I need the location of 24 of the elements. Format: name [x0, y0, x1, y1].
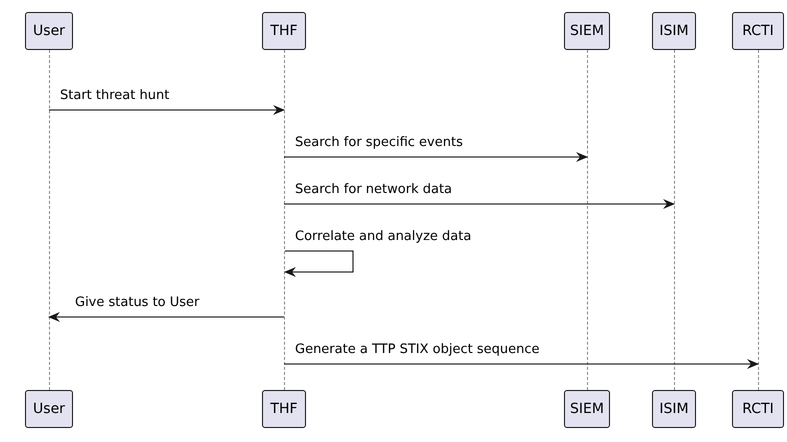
message-arrow — [48, 105, 285, 115]
participant-box: THF — [262, 12, 306, 50]
participant-box: User — [25, 12, 73, 50]
message-arrow — [48, 312, 284, 322]
edge-label: Generate a TTP STIX object sequence — [294, 342, 540, 358]
participant-box: RCTI — [732, 390, 784, 428]
lifeline — [284, 50, 285, 390]
message-arrow — [284, 152, 588, 162]
lifeline — [758, 50, 759, 390]
message-arrow — [284, 359, 759, 369]
participant-box: THF — [262, 390, 306, 428]
participant-box: ISIM — [652, 390, 696, 428]
participant-box: RCTI — [732, 12, 784, 50]
lifeline — [49, 50, 50, 390]
lifeline — [587, 50, 588, 390]
participant-box: SIEM — [564, 390, 610, 428]
message-arrow — [284, 250, 354, 277]
message-arrow — [284, 199, 675, 209]
participant-box: ISIM — [652, 12, 696, 50]
edge-label: Search for specific events — [294, 135, 464, 151]
lifeline — [674, 50, 675, 390]
edge-label: Correlate and analyze data — [294, 229, 472, 245]
participant-box: SIEM — [564, 12, 610, 50]
participant-box: User — [25, 390, 73, 428]
